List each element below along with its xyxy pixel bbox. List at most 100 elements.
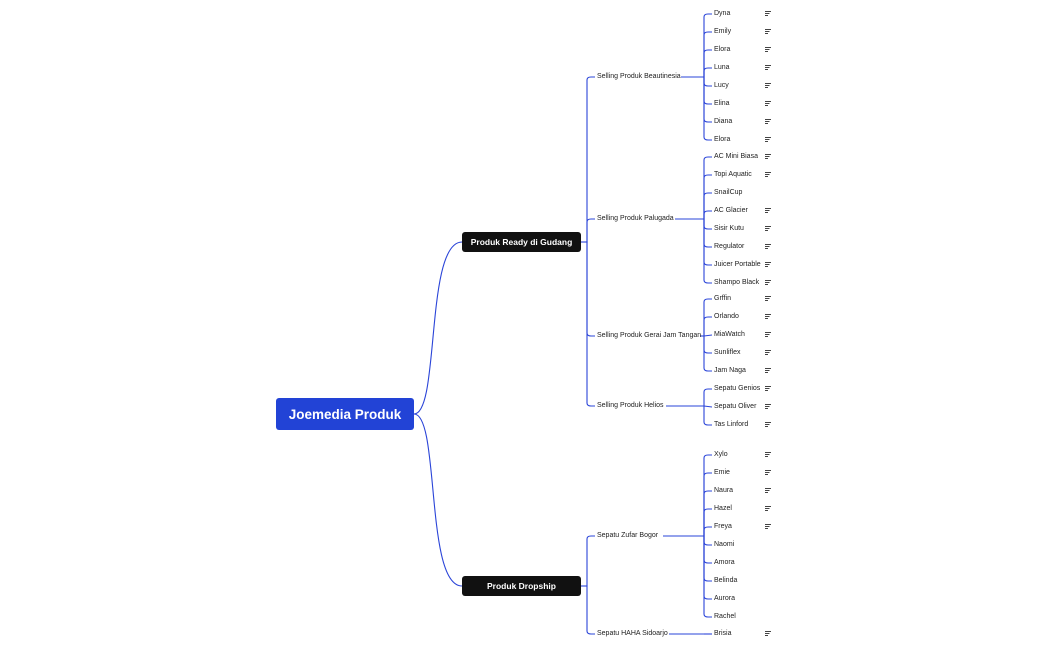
connector-line: [703, 67, 712, 77]
leaf-node[interactable]: Aurora: [714, 595, 736, 602]
note-icon[interactable]: [765, 422, 771, 427]
connector-line: [703, 174, 712, 219]
leaf-node[interactable]: Emily: [714, 28, 732, 35]
note-icon[interactable]: [765, 262, 771, 267]
branch-node-dropship[interactable]: Produk Dropship: [462, 576, 581, 596]
connector-line: [703, 388, 712, 406]
connector-line: [413, 413, 463, 587]
connector-line: [703, 219, 712, 230]
leaf-node[interactable]: Amora: [714, 559, 735, 566]
leaf-node[interactable]: Luna: [714, 64, 730, 71]
branch-label: Produk Ready di Gudang: [470, 237, 573, 247]
note-icon[interactable]: [765, 244, 771, 249]
connector-line: [703, 219, 712, 284]
leaf-node[interactable]: Sunliflex: [714, 349, 741, 356]
leaf-node[interactable]: Emie: [714, 469, 730, 476]
connector-line: [703, 210, 712, 219]
branch-node-ready[interactable]: Produk Ready di Gudang: [462, 232, 581, 252]
sub-branch-node[interactable]: Sepatu Zufar Bogor: [597, 532, 659, 539]
connector-line: [581, 535, 595, 587]
leaf-node[interactable]: Xylo: [714, 451, 728, 458]
note-icon[interactable]: [765, 506, 771, 511]
note-icon[interactable]: [765, 29, 771, 34]
note-icon[interactable]: [765, 65, 771, 70]
leaf-node[interactable]: Dyna: [714, 10, 731, 17]
note-icon[interactable]: [765, 154, 771, 159]
note-icon[interactable]: [765, 208, 771, 213]
leaf-node[interactable]: Jam Naga: [714, 367, 746, 374]
connector-line: [703, 336, 712, 372]
leaf-node[interactable]: Elora: [714, 46, 731, 53]
leaf-node[interactable]: AC Mini Biasa: [714, 153, 758, 160]
note-icon[interactable]: [765, 11, 771, 16]
note-icon[interactable]: [765, 314, 771, 319]
sub-branch-node[interactable]: Selling Produk Helios: [597, 402, 664, 409]
connector-line: [581, 585, 595, 635]
leaf-node[interactable]: Lucy: [714, 82, 729, 89]
connector-line: [703, 219, 712, 248]
leaf-node[interactable]: Hazel: [714, 505, 732, 512]
note-icon[interactable]: [765, 488, 771, 493]
leaf-node[interactable]: Grffin: [714, 295, 731, 302]
connector-line: [413, 241, 463, 415]
leaf-node[interactable]: Orlando: [714, 313, 739, 320]
branch-label: Produk Dropship: [487, 581, 556, 591]
leaf-node[interactable]: Rachel: [714, 613, 736, 620]
leaf-node[interactable]: Elora: [714, 136, 731, 143]
leaf-node[interactable]: SnailCup: [714, 189, 743, 196]
note-icon[interactable]: [765, 172, 771, 177]
connector-line: [581, 241, 595, 337]
sub-branch-node[interactable]: Selling Produk Palugada: [597, 215, 674, 222]
note-icon[interactable]: [765, 631, 771, 636]
note-icon[interactable]: [765, 296, 771, 301]
note-icon[interactable]: [765, 280, 771, 285]
note-icon[interactable]: [765, 226, 771, 231]
connector-line: [703, 336, 712, 354]
connector-line: [581, 218, 595, 243]
leaf-node[interactable]: Sepatu Oliver: [714, 403, 757, 410]
connector-line: [703, 49, 712, 77]
note-icon[interactable]: [765, 332, 771, 337]
leaf-node[interactable]: MiaWatch: [714, 331, 745, 338]
note-icon[interactable]: [765, 350, 771, 355]
note-icon[interactable]: [765, 386, 771, 391]
leaf-node[interactable]: Naura: [714, 487, 734, 494]
leaf-node[interactable]: Brisia: [714, 630, 732, 637]
connector-line: [703, 406, 712, 426]
note-icon[interactable]: [765, 470, 771, 475]
note-icon[interactable]: [765, 47, 771, 52]
note-icon[interactable]: [765, 137, 771, 142]
connector-line: [703, 316, 712, 336]
leaf-node[interactable]: Diana: [714, 118, 733, 125]
leaf-node[interactable]: Juicer Portable: [714, 261, 761, 268]
note-icon[interactable]: [765, 101, 771, 106]
leaf-node[interactable]: Freya: [714, 523, 732, 530]
note-icon[interactable]: [765, 524, 771, 529]
leaf-node[interactable]: Tas Linford: [714, 421, 749, 428]
leaf-node[interactable]: Sepatu Genios: [714, 385, 761, 392]
root-node[interactable]: Joemedia Produk: [276, 398, 414, 430]
note-icon[interactable]: [765, 404, 771, 409]
note-icon[interactable]: [765, 119, 771, 124]
sub-branch-node[interactable]: Sepatu HAHA Sidoarjo: [597, 630, 668, 637]
connector-line: [703, 490, 712, 536]
connector-line: [703, 508, 712, 536]
leaf-node[interactable]: Belinda: [714, 577, 738, 584]
note-icon[interactable]: [765, 452, 771, 457]
leaf-node[interactable]: Shampo Black: [714, 279, 760, 286]
sub-branch-node[interactable]: Selling Produk Beautinesia: [597, 73, 681, 80]
connector-line: [703, 454, 712, 536]
leaf-node[interactable]: Naomi: [714, 541, 735, 548]
connector-line: [581, 241, 595, 407]
connector-line: [703, 31, 712, 77]
note-icon[interactable]: [765, 83, 771, 88]
leaf-node[interactable]: Sisir Kutu: [714, 225, 744, 232]
connector-line: [703, 156, 712, 219]
note-icon[interactable]: [765, 368, 771, 373]
sub-branch-node[interactable]: Selling Produk Gerai Jam Tangan: [597, 332, 702, 339]
leaf-node[interactable]: AC Glacier: [714, 207, 748, 214]
leaf-node[interactable]: Regulator: [714, 243, 745, 250]
leaf-node[interactable]: Topi Aquatic: [714, 171, 752, 178]
leaf-node[interactable]: Elina: [714, 100, 730, 107]
